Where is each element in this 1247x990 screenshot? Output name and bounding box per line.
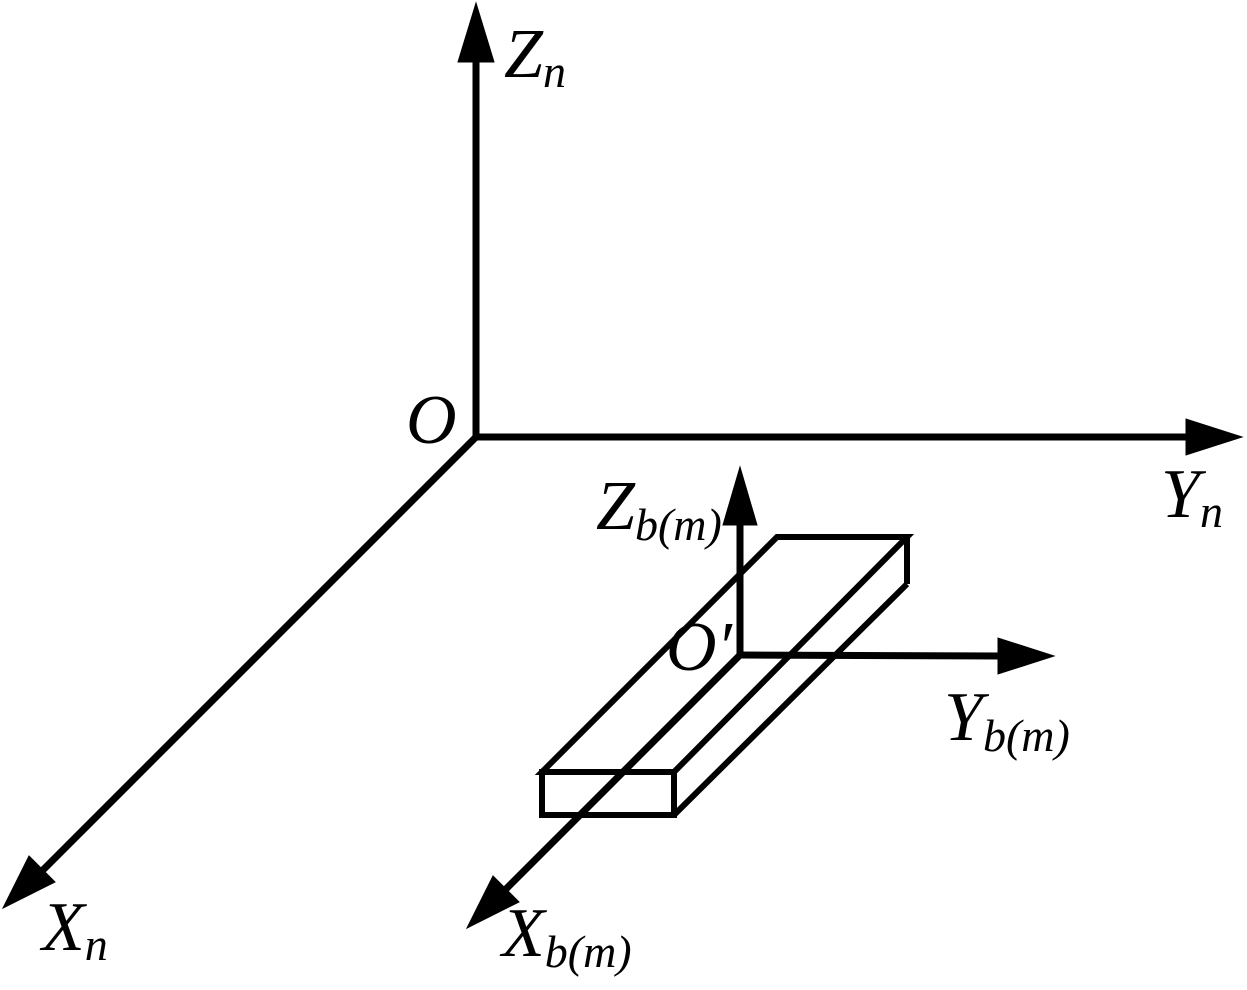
- body-y-arrowhead-icon: [997, 637, 1056, 675]
- nav-origin-label: O: [406, 382, 457, 459]
- nav-y-arrowhead-icon: [1185, 418, 1244, 456]
- body-x-label: Xb(m): [499, 895, 632, 977]
- body-y-label: Yb(m): [944, 679, 1070, 761]
- body-x-axis: [501, 652, 743, 894]
- body-x-arrowhead-icon: [465, 875, 520, 930]
- body-z-arrowhead-icon: [722, 465, 758, 526]
- body-y-axis: [739, 651, 1003, 660]
- body-z-label: Zb(m): [596, 468, 722, 550]
- nav-y-label: Yn: [1161, 456, 1223, 537]
- nav-x-axis: [37, 434, 479, 876]
- nav-x-label: Xn: [39, 889, 108, 970]
- bar-bottom-right-edge: [671, 581, 910, 818]
- bar-front-face: [539, 769, 677, 818]
- nav-z-arrowhead-icon: [457, 1, 495, 63]
- nav-x-arrowhead-icon: [1, 855, 56, 910]
- nav-z-label: Zn: [504, 16, 566, 97]
- body-origin-label: O′: [666, 609, 734, 686]
